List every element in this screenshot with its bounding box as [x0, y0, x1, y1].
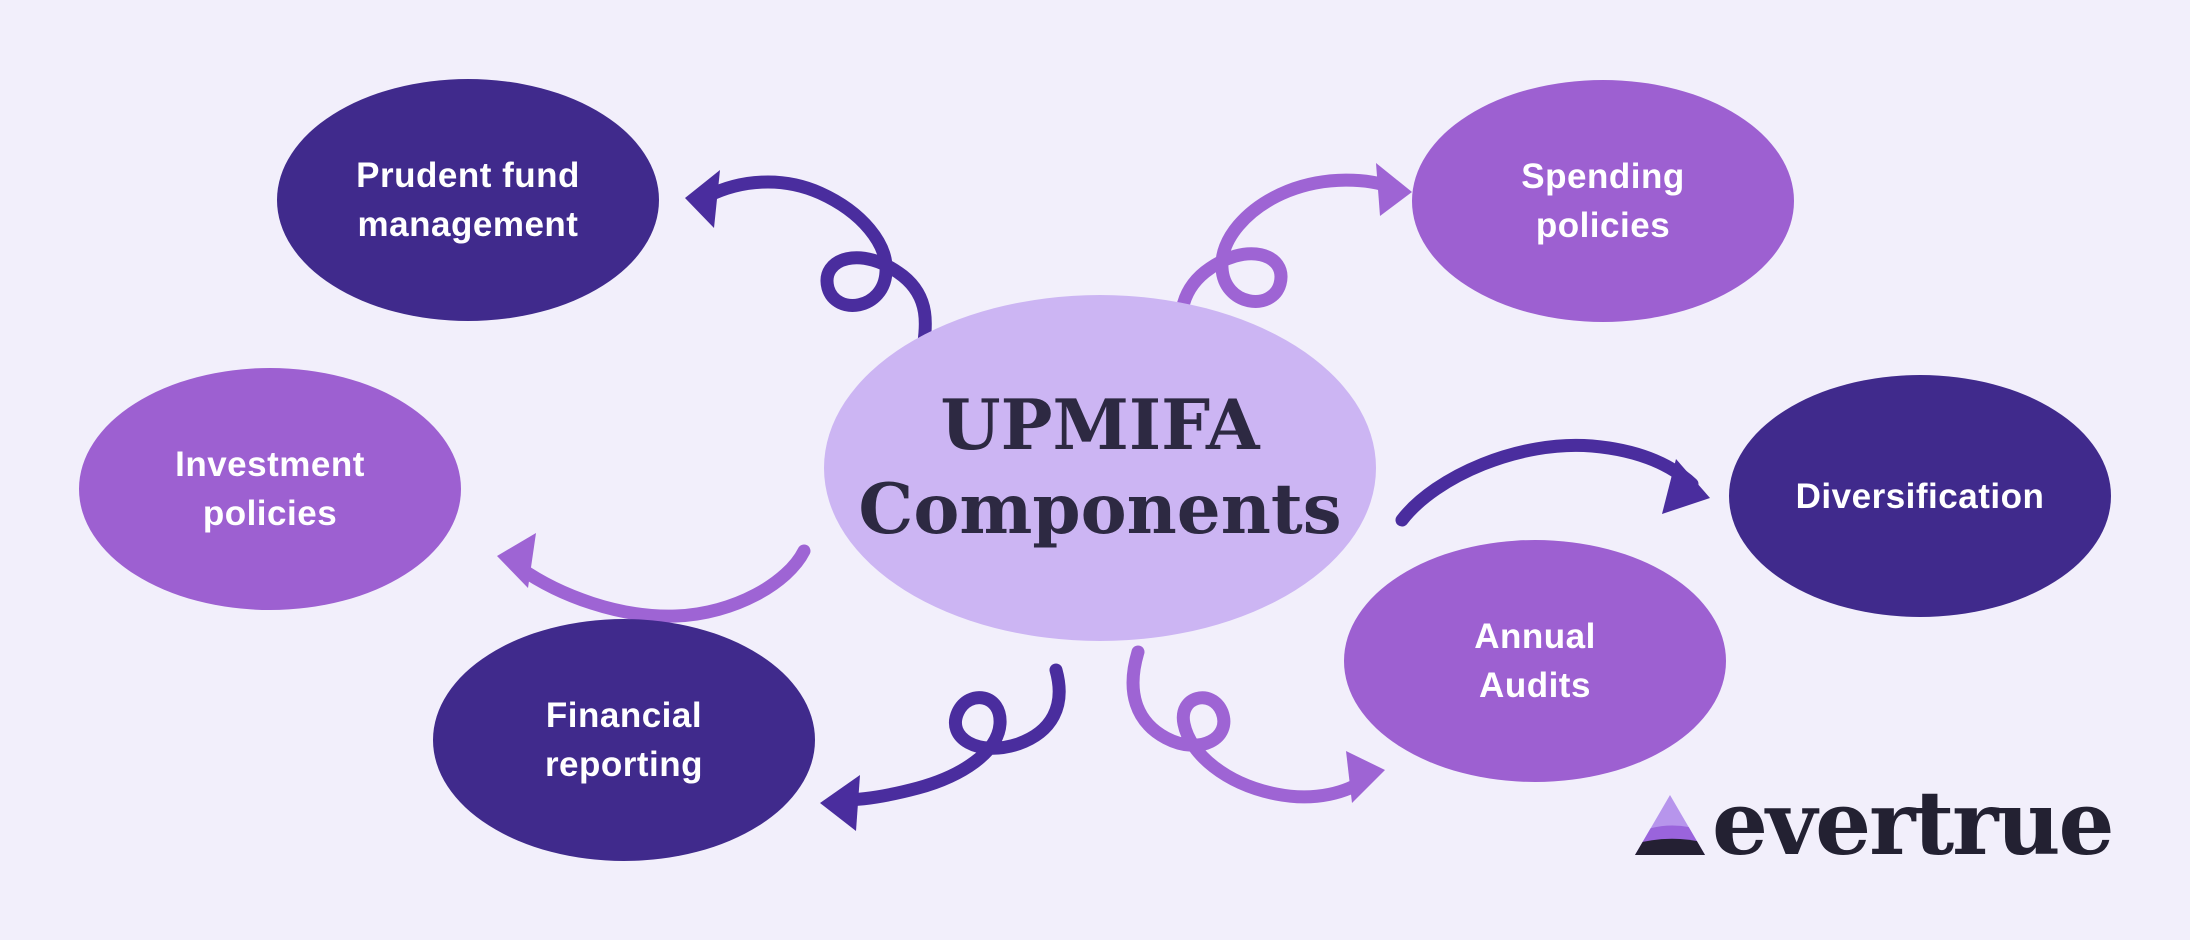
arrow-prudent-fund-management	[685, 170, 932, 375]
node-label: Diversification	[1795, 476, 2045, 516]
node-label: Annual Audits	[1474, 617, 1596, 705]
node-spending-policies: Spending policies	[1412, 80, 1794, 322]
arrowhead	[1376, 163, 1412, 216]
node-label: Investment policies	[175, 445, 365, 533]
arrowhead	[685, 170, 720, 228]
node-annual-audits: Annual Audits	[1344, 540, 1726, 782]
mountain-triangle-icon	[1635, 795, 1705, 856]
node-diversification: Diversification	[1729, 375, 2111, 617]
arrow-financial-reporting	[820, 663, 1066, 831]
node-prudent-fund-management: Prudent fund management	[277, 79, 659, 321]
node-label: Financial reporting	[544, 696, 704, 784]
arrowhead	[497, 533, 536, 588]
node-label: Prudent fund management	[356, 156, 580, 244]
logo-wordmark: evertrue	[1712, 771, 2114, 875]
node-financial-reporting: Financial reporting	[433, 619, 815, 861]
arrowhead	[1346, 751, 1385, 803]
arrowhead	[820, 775, 860, 831]
evertrue-logo: evertrue	[1634, 771, 2114, 875]
arrow-diversification	[1395, 438, 1710, 527]
arrow-annual-audits	[1126, 645, 1385, 804]
node-upmifa-components: UPMIFA Components	[824, 295, 1376, 641]
arrow-spending-policies	[1174, 163, 1412, 367]
node-label: Spending policies	[1521, 157, 1685, 245]
center-node-label: UPMIFA Components	[858, 384, 1342, 550]
arrowhead	[1662, 459, 1710, 514]
node-investment-policies: Investment policies	[79, 368, 461, 610]
arrow-investment-policies	[497, 533, 811, 623]
